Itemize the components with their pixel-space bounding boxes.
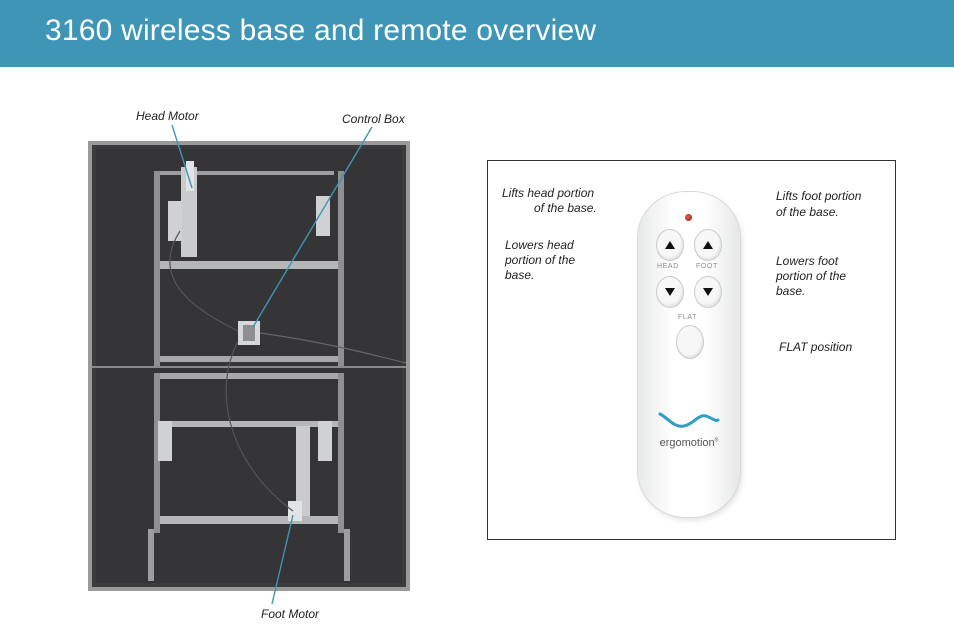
remote-control: HEAD FOOT FLAT ergomotion®	[638, 192, 740, 517]
bed-base-image	[88, 141, 410, 591]
up-arrow-icon	[703, 241, 713, 249]
control-box-label: Control Box	[342, 112, 405, 126]
lowers-head-line3: base.	[505, 268, 535, 282]
brand-name: ergomotion®	[659, 437, 719, 449]
ergomotion-logo	[658, 412, 720, 428]
down-arrow-icon	[665, 288, 675, 296]
lowers-foot-line3: base.	[776, 284, 806, 298]
foot-label: FOOT	[696, 263, 718, 270]
head-motor-label: Head Motor	[136, 109, 199, 123]
lifts-head-line1: Lifts head portion	[502, 186, 595, 200]
foot-up-button[interactable]	[695, 230, 721, 260]
lowers-foot-line1: Lowers foot	[776, 254, 839, 268]
lifts-foot-line1: Lifts foot portion	[776, 189, 862, 203]
flat-position-label: FLAT position	[779, 340, 853, 354]
page-header: 3160 wireless base and remote overview	[0, 0, 954, 67]
flat-label: FLAT	[678, 314, 697, 321]
head-up-button[interactable]	[657, 230, 683, 260]
down-arrow-icon	[703, 288, 713, 296]
lowers-head-line2: portion of the	[505, 253, 576, 267]
led-indicator	[685, 214, 692, 221]
up-arrow-icon	[665, 241, 675, 249]
head-label: HEAD	[657, 263, 679, 270]
page-title: 3160 wireless base and remote overview	[45, 14, 597, 47]
lifts-head-line2: of the base.	[534, 201, 597, 215]
lowers-head-line1: Lowers head	[505, 238, 574, 252]
lowers-foot-line2: portion of the	[776, 269, 847, 283]
foot-down-button[interactable]	[695, 277, 721, 307]
flat-button[interactable]	[677, 326, 703, 358]
head-down-button[interactable]	[657, 277, 683, 307]
lifts-foot-line2: of the base.	[776, 205, 839, 219]
foot-motor-label: Foot Motor	[261, 607, 320, 621]
